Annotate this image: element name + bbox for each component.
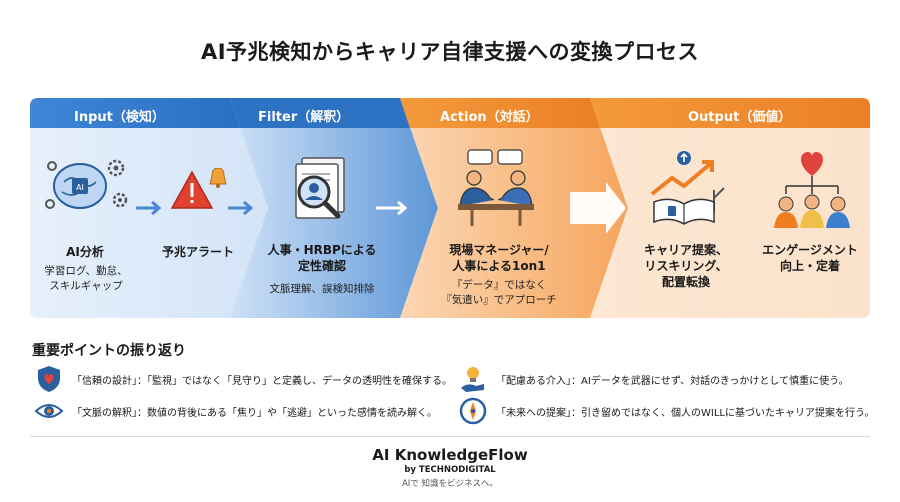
engagement-label: エンゲージメント 向上・定着 (762, 243, 858, 274)
brand-by: by TECHNODIGITAL (404, 465, 496, 475)
points-title: 重要ポイントの振り返り (32, 343, 186, 359)
hrbp-sub: 文脈理解、誤検知排除 (269, 283, 375, 295)
brand-tagline: AIで 知識をビジネスへ。 (401, 479, 499, 489)
growth-book-icon (650, 151, 725, 225)
ai-analysis-label: AI分析 (66, 245, 104, 259)
footer-divider (30, 436, 870, 437)
hrbp-label: 人事・HRBPによる 定性確認 (267, 243, 377, 274)
point-trust-design: 「信頼の設計」：「監視」ではなく「見守り」と定義し、データの透明性を確保する。 (34, 364, 452, 394)
point-context-interpretation: 「文脈の解釈」：数値の背後にある「焦り」や「逃避」といった感情を読み解く。 (34, 396, 437, 426)
point-text: 「配慮ある介入」：AIデータを武器にせず、対話のきっかけとして慎重に使う。 (496, 375, 849, 387)
alert-label: 予兆アラート (161, 245, 234, 259)
document-magnifier-icon (295, 157, 345, 219)
stage-header-input: Input（検知） (74, 110, 165, 125)
point-future-proposal: 「未来への提案」：引き留めではなく、個人のWILLに基づいたキャリア提案を行う。 (458, 396, 874, 426)
brand-name: AI KnowledgeFlow (372, 446, 528, 464)
lightbulb-hand-icon (461, 367, 484, 392)
one-on-one-label: 現場マネージャー/ 人事による1on1 (449, 243, 549, 274)
alert-bell-icon (170, 168, 227, 209)
compass-icon (459, 397, 487, 425)
svg-text:AI: AI (76, 183, 84, 192)
stage-header-output: Output（価値） (688, 110, 792, 125)
flow-background (30, 98, 870, 318)
point-careful-intervention: 「配慮ある介入」：AIデータを武器にせず、対話のきっかけとして慎重に使う。 (458, 364, 849, 394)
stage-header-action: Action（対話） (440, 110, 539, 125)
one-on-one-sub: 『データ』ではなく 『気遣い』でアプローチ (441, 279, 557, 306)
process-flow: Input（検知） Filter（解釈） Action（対話） Output（価… (30, 98, 870, 318)
eye-icon (34, 404, 64, 418)
ai-brain-icon: AI (45, 159, 128, 209)
footer-brand: AI KnowledgeFlow by TECHNODIGITAL AIで 知識… (0, 446, 900, 489)
stage-header-filter: Filter（解釈） (258, 110, 350, 125)
ai-analysis-sub: 学習ログ、勤怠、 スキルギャップ (44, 265, 128, 292)
career-label: キャリア提案、 リスキリング、 配置転換 (643, 243, 728, 290)
team-heart-icon (774, 152, 850, 228)
point-text: 「未来への提案」：引き留めではなく、個人のWILLに基づいたキャリア提案を行う。 (496, 407, 875, 419)
page-title: AI予兆検知からキャリア自律支援への変換プロセス (200, 40, 700, 64)
shield-heart-icon (38, 366, 60, 392)
point-text: 「文脈の解釈」：数値の背後にある「焦り」や「逃避」といった感情を読み解く。 (72, 407, 437, 419)
point-text: 「信頼の設計」：「監視」ではなく「見守り」と定義し、データの透明性を確保する。 (72, 375, 452, 387)
meeting-icon (458, 149, 534, 226)
